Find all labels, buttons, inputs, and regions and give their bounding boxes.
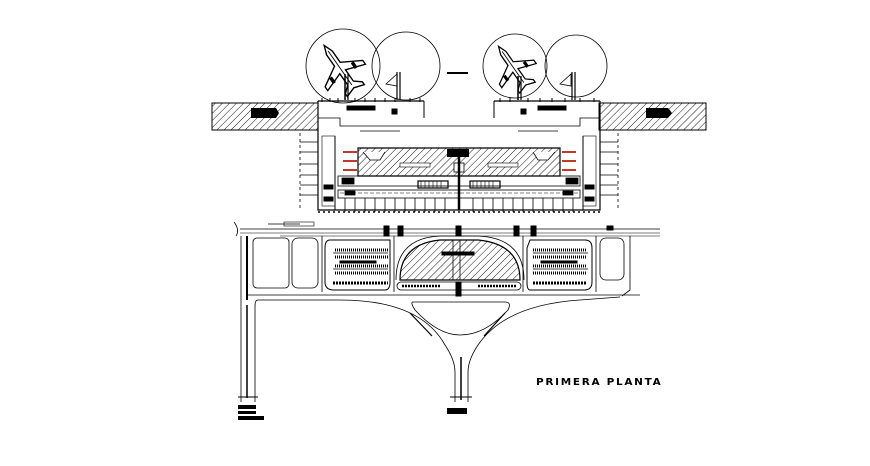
terminal-detail: [318, 157, 600, 213]
airplane-icon: [480, 33, 546, 101]
parking-left: [324, 239, 391, 291]
airplane-icon: [304, 31, 376, 105]
boarding-bridges: [343, 151, 576, 171]
entry-markers: [238, 405, 467, 420]
left-wing-block: [211, 102, 319, 131]
drawing-title: PRIMERA PLANTA: [536, 377, 663, 388]
right-plaza: [599, 236, 631, 297]
main-road: [233, 221, 660, 237]
parking-right: [526, 239, 593, 291]
aircraft-stand-left: [304, 28, 441, 105]
access-roads: [238, 236, 640, 402]
central-roundabout: [395, 235, 525, 297]
right-wing-block: [598, 102, 707, 131]
left-plaza: [246, 236, 319, 300]
aircraft-stand-right: [480, 33, 608, 101]
